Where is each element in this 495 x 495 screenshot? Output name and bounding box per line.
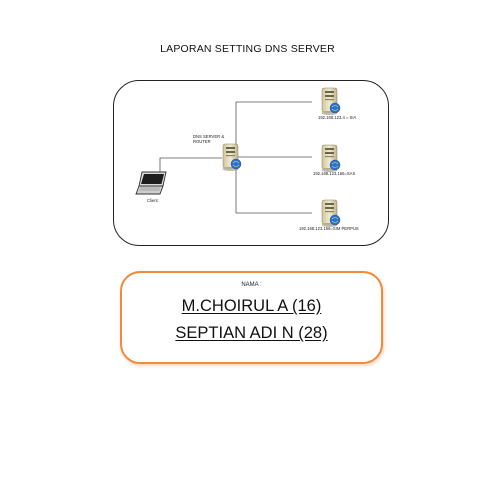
member-name-1: M.CHOIRUL A (16) — [181, 297, 322, 315]
server-label-2: 192.168.123.166=SAS — [313, 171, 356, 176]
server-icon-2 — [321, 144, 341, 172]
page-title: LAPORAN SETTING DNS SERVER — [160, 43, 335, 55]
server-icon-1 — [321, 87, 341, 115]
globe-icon — [329, 159, 341, 171]
globe-icon — [329, 102, 341, 114]
server-icon-3 — [321, 199, 341, 227]
laptop-icon — [135, 171, 167, 195]
network-diagram-frame — [113, 80, 389, 246]
router-label: DNS SERVER & ROUTER — [193, 134, 225, 144]
names-panel: NAMA : M.CHOIRUL A (16) SEPTIAN ADI N (2… — [120, 271, 383, 364]
globe-icon — [329, 214, 341, 226]
router-server-icon — [222, 143, 242, 171]
names-label: NAMA : — [241, 282, 262, 288]
client-label: Client — [147, 198, 158, 203]
server-label-1: 192.168.123.4 = SIA — [318, 115, 357, 120]
globe-icon — [230, 158, 242, 170]
link-router-client — [159, 157, 222, 172]
server-label-3: 192.168.123.166=SIM PERPUS — [299, 226, 359, 231]
member-name-2: SEPTIAN ADI N (28) — [175, 324, 328, 342]
